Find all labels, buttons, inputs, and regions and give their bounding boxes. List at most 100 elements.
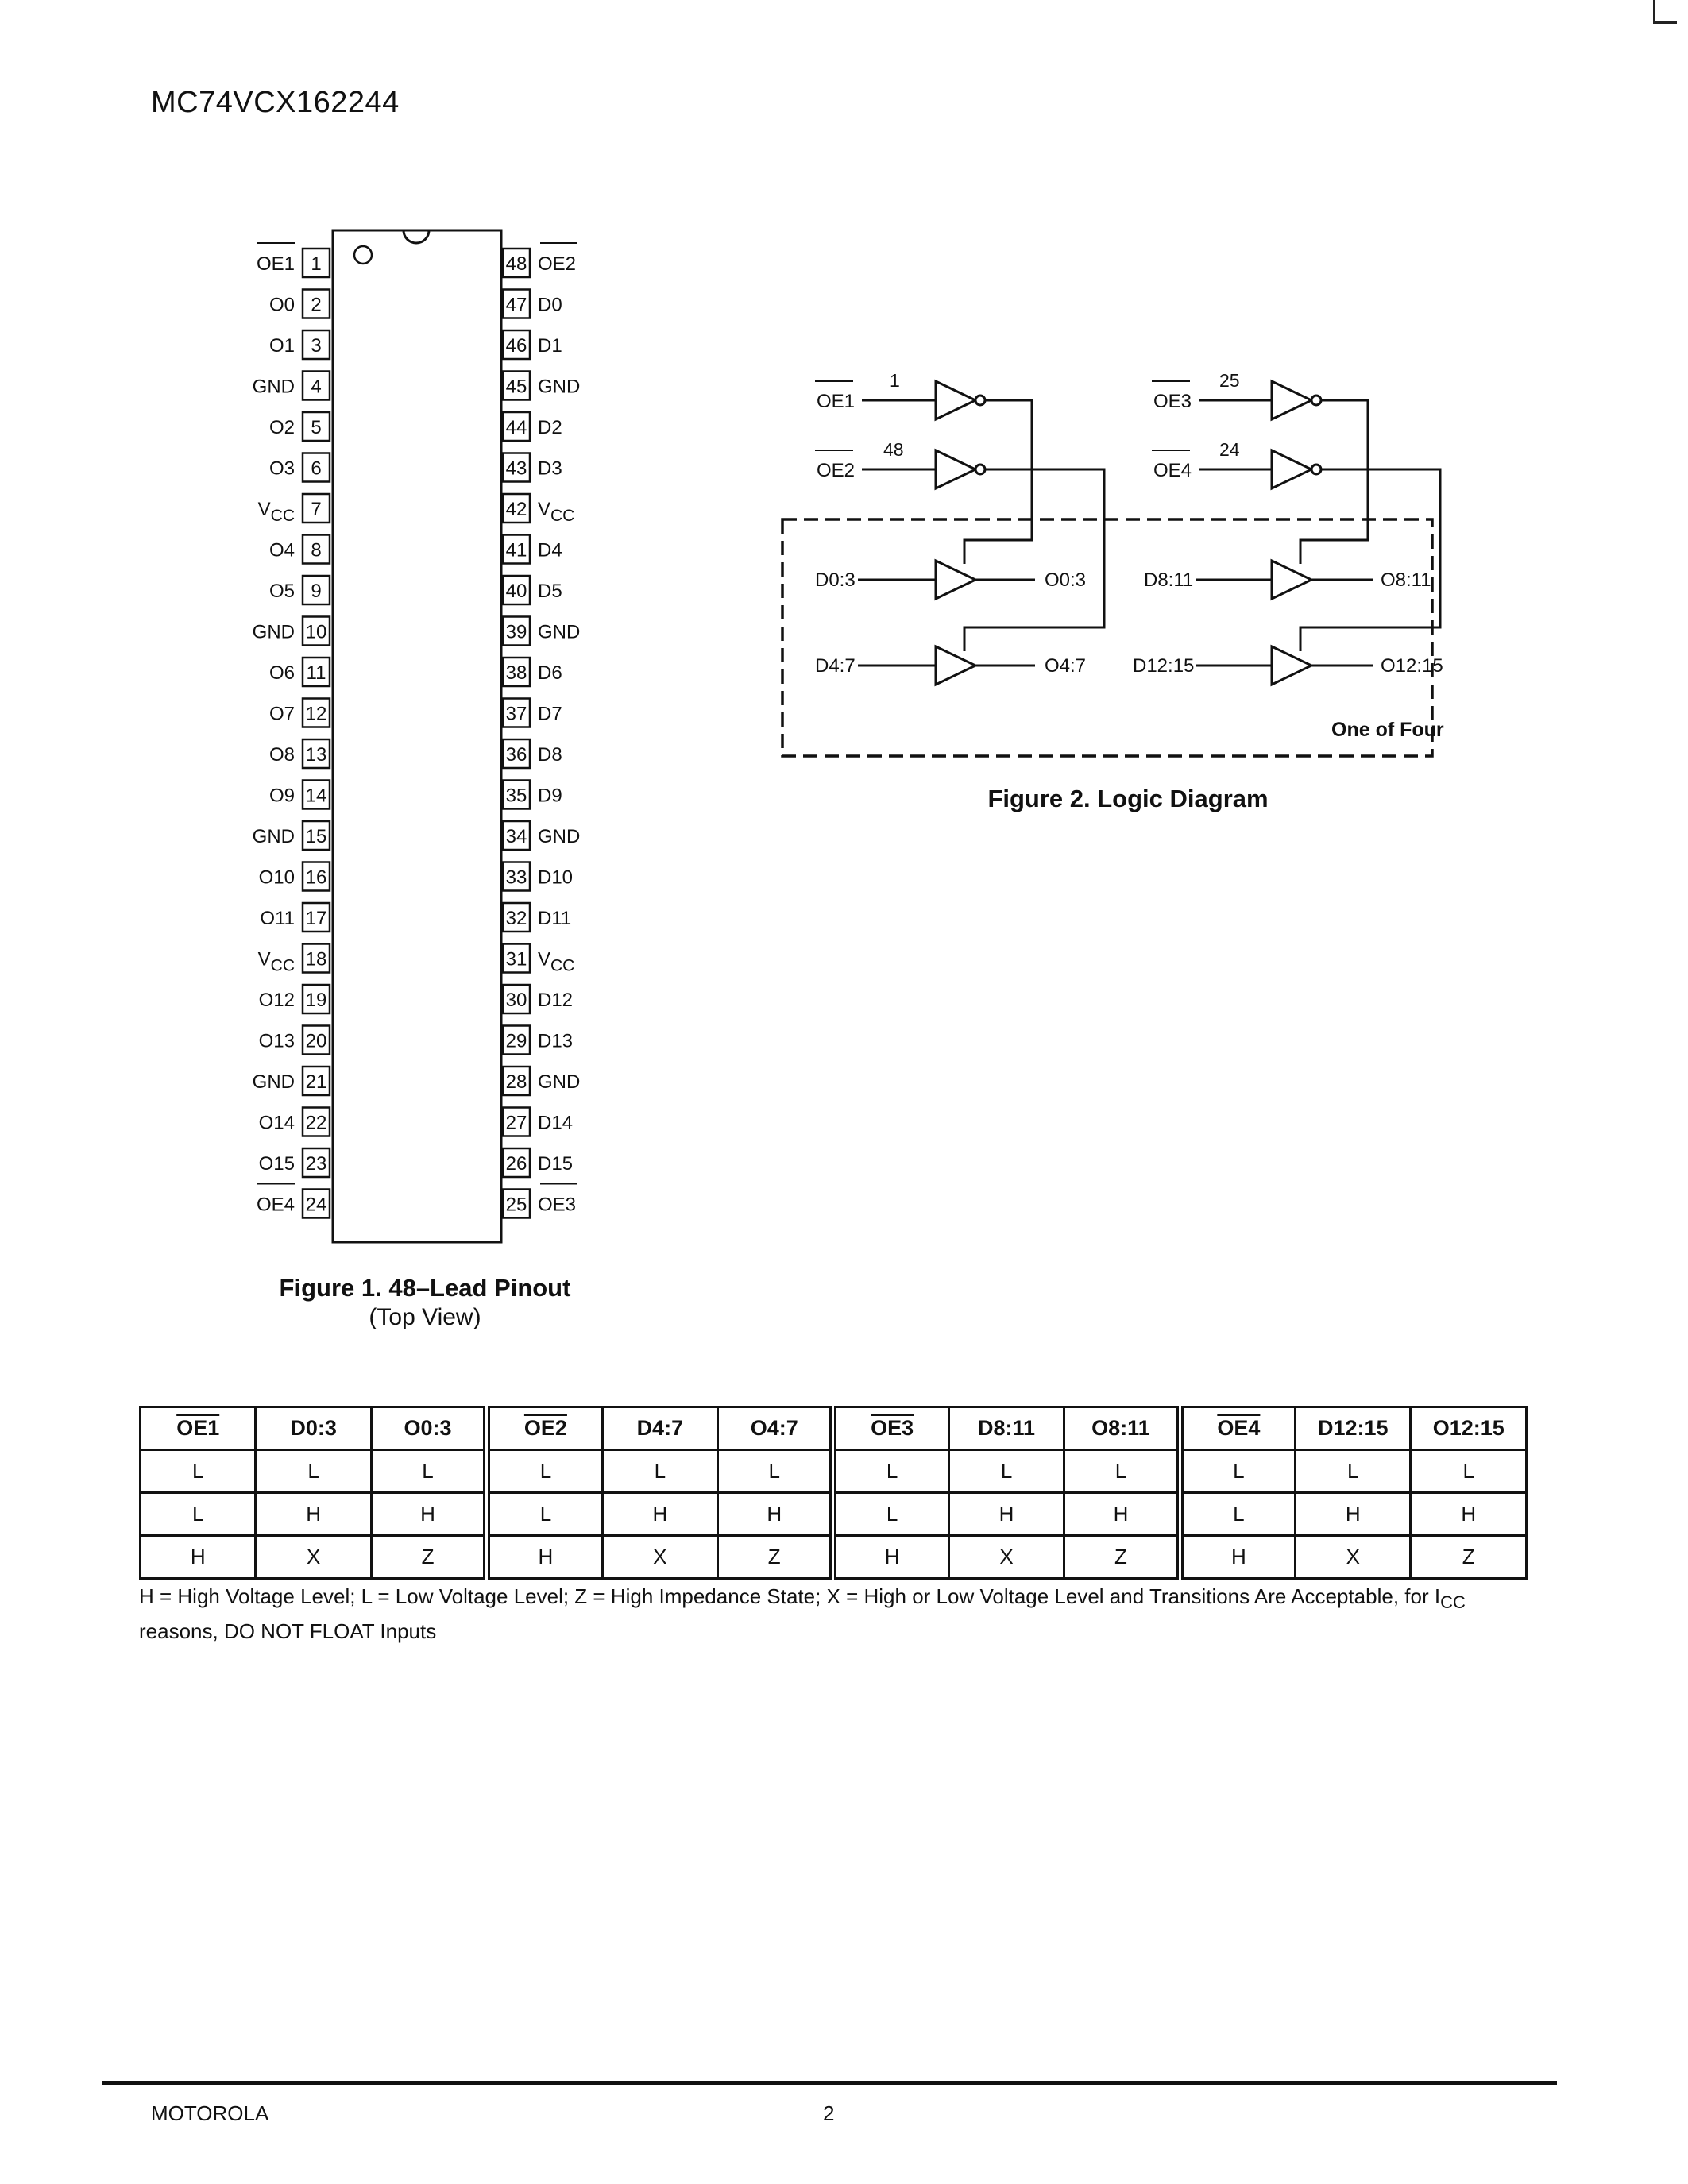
table-cell: H: [1063, 1491, 1181, 1537]
pin-name: O8: [269, 744, 295, 766]
note-text: H = High Voltage Level; L = Low Voltage …: [139, 1584, 1441, 1608]
pin-name: D12: [538, 990, 573, 1011]
header-oe4: OE4: [1176, 1406, 1297, 1451]
pin-name: O13: [259, 1031, 295, 1052]
pin-number: 3: [311, 335, 321, 357]
pin-number: 45: [506, 376, 527, 398]
pin-name: D13: [538, 1031, 573, 1052]
table-cell: L: [829, 1491, 950, 1537]
pin-3: 3 O1: [269, 329, 331, 361]
note-text-line2: reasons, DO NOT FLOAT Inputs: [139, 1619, 437, 1644]
figure1-subcaption: (Top View): [369, 1304, 481, 1330]
pinout-diagram: 1OE12O03O14GND5O26O37VCC8O49O510GND11O61…: [253, 229, 580, 1244]
table-cell: H: [947, 1491, 1066, 1537]
table-cell: L: [483, 1491, 604, 1537]
pin-number: 30: [506, 990, 527, 1011]
table-cell: X: [947, 1534, 1066, 1580]
pin-number: 19: [306, 990, 327, 1011]
pin-number: 28: [506, 1071, 527, 1093]
pin-name: O1: [269, 335, 295, 357]
oe3-label: OE3: [1153, 391, 1192, 412]
pin-name: O11: [260, 908, 295, 929]
pin-name: D6: [538, 662, 562, 684]
pin-number: 1: [311, 253, 321, 275]
truth-table-note: H = High Voltage Level; L = Low Voltage …: [139, 1582, 1537, 1646]
one-of-four-box: [781, 518, 1434, 758]
pin-name: GND: [253, 622, 295, 643]
pin-number: 15: [306, 826, 327, 847]
o12-15-label: O12:15: [1381, 655, 1443, 677]
pin-name: D14: [538, 1113, 573, 1134]
table-cell: Z: [717, 1534, 835, 1580]
pin-name: D8: [538, 744, 562, 766]
table-cell: L: [254, 1449, 373, 1494]
header-oe2: OE2: [483, 1406, 604, 1451]
pin-number: 42: [506, 499, 527, 520]
table-cell: H: [1409, 1491, 1528, 1537]
pin-number: 48: [506, 253, 527, 275]
table-cell: L: [483, 1449, 604, 1494]
pin-name: GND: [538, 376, 580, 398]
d0-3-label: D0:3: [815, 569, 856, 591]
pin-name: O10: [259, 867, 295, 889]
pin-number: 11: [307, 662, 326, 684]
oe2-label: OE2: [817, 460, 855, 481]
pin-name: O5: [269, 581, 295, 602]
pin-name: D0: [538, 295, 562, 316]
pin-name: OE3: [538, 1194, 576, 1216]
pin-number: 33: [506, 867, 527, 889]
document-title: MC74VCX162244: [151, 86, 400, 119]
pin-number: 41: [506, 540, 527, 561]
pin-name: O7: [269, 704, 295, 725]
header-oe3: OE3: [829, 1406, 950, 1451]
header-d8-11: D8:11: [947, 1406, 1066, 1451]
pin-name: GND: [538, 622, 580, 643]
pin-name: O14: [259, 1113, 295, 1134]
table-cell: H: [254, 1491, 373, 1537]
pin-number: 46: [506, 335, 527, 357]
pin-name: D7: [538, 704, 562, 725]
pin-number: 17: [306, 908, 327, 929]
d8-11-label: D8:11: [1144, 569, 1193, 591]
pin-number: 23: [306, 1153, 327, 1175]
table-cell: Z: [1409, 1534, 1528, 1580]
header-d4-7: D4:7: [601, 1406, 720, 1451]
pin-number: 43: [506, 458, 527, 480]
table-cell: X: [601, 1534, 720, 1580]
oe3-pin-number: 25: [1219, 370, 1240, 391]
table-cell: L: [369, 1449, 489, 1494]
pin-45: 45 GND: [501, 370, 580, 401]
footer-page-number: 2: [823, 2101, 835, 2125]
oe4-label: OE4: [1153, 460, 1192, 481]
oe1-label: OE1: [817, 391, 855, 412]
pin-number: 35: [506, 785, 527, 807]
pin-number: 39: [506, 622, 527, 643]
pin-number: 18: [306, 949, 327, 970]
header-o4-7: O4:7: [717, 1406, 835, 1451]
pin-2: 2O0: [269, 288, 331, 319]
logic-group-right: [1196, 379, 1442, 687]
table-cell: X: [254, 1534, 373, 1580]
ic-package-body: [331, 229, 503, 1244]
